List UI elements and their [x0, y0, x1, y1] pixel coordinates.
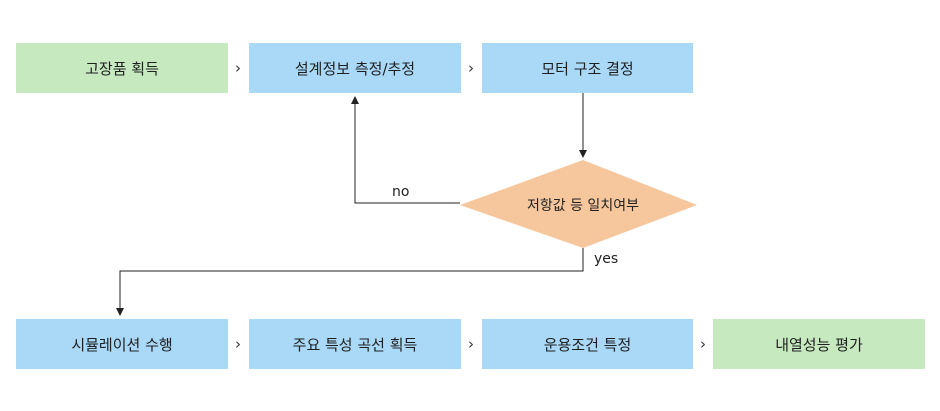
step-run-simulation: 시뮬레이션 수행: [16, 319, 228, 369]
decision-label: 저항값 등 일치여부: [527, 198, 639, 214]
step-specify-operating-conditions: 운용조건 특정: [482, 319, 693, 369]
step-evaluate-heat-resistance: 내열성능 평가: [713, 319, 925, 369]
arrow-no-loop: [351, 96, 460, 204]
chevron-right-icon: ›: [235, 335, 241, 353]
branch-no-label: no: [392, 184, 410, 200]
chevron-right-icon: ›: [468, 59, 474, 77]
chevron-right-icon: ›: [235, 59, 241, 77]
chevron-right-icon: ›: [700, 335, 706, 353]
branch-yes-label: yes: [594, 251, 619, 267]
step-acquire-characteristic-curves: 주요 특성 곡선 획득: [249, 319, 461, 369]
step-measure-design-info: 설계정보 측정/추정: [249, 43, 461, 93]
chevron-right-icon: ›: [468, 335, 474, 353]
decision-diamond: [460, 160, 697, 248]
arrow-yes-path: [116, 248, 584, 316]
step-determine-motor-structure: 모터 구조 결정: [482, 43, 693, 93]
step-acquire-failed-part: 고장품 획득: [16, 43, 228, 93]
